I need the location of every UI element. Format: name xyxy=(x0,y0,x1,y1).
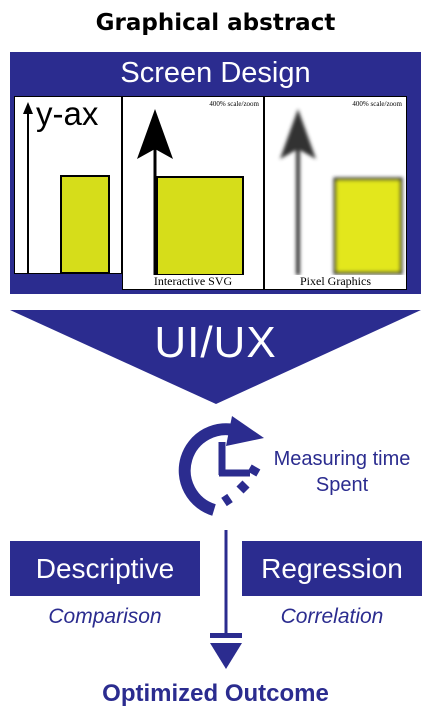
panel-caption-svg: Interactive SVG xyxy=(153,274,233,288)
regression-label: Regression xyxy=(261,553,403,584)
axis-label: y-ax xyxy=(36,95,99,132)
timer-icon xyxy=(178,416,264,516)
sharp-arrow-icon xyxy=(137,109,244,275)
measuring-time-label: Measuring time Spent xyxy=(262,446,422,498)
uiux-label: UI/UX xyxy=(154,318,277,367)
measuring-time-line1: Measuring time xyxy=(273,448,411,470)
comparison-label: Comparison xyxy=(48,605,162,628)
panel-pixel-graphics: 400% scale/zoom Pixel Graphics xyxy=(264,96,407,290)
panel-interactive-svg: 400% scale/zoom Interactive SVG xyxy=(122,96,264,290)
correlation-label: Correlation xyxy=(280,605,384,628)
flow-arrow xyxy=(210,530,242,669)
panel-caption-pixel: Pixel Graphics xyxy=(300,274,371,288)
descriptive-box: Descriptive xyxy=(10,541,200,596)
zoom-note: 400% scale/zoom xyxy=(209,100,259,108)
descriptive-label: Descriptive xyxy=(35,553,175,584)
optimized-outcome: Optimized Outcome xyxy=(102,680,329,707)
measuring-time-line2: Spent xyxy=(315,474,369,496)
regression-box: Regression xyxy=(242,541,422,596)
screen-design-banner: Screen Design xyxy=(10,52,421,94)
axis-arrow-icon xyxy=(23,102,110,273)
blurry-arrow-icon xyxy=(280,109,403,275)
graphic-title: Graphical abstract xyxy=(95,10,336,36)
panel-frame: y-ax 400% scale/zoom Interactive SVG xyxy=(10,94,421,294)
zoom-note: 400% scale/zoom xyxy=(352,100,402,108)
panel-axis-example: y-ax xyxy=(14,95,122,274)
uiux-funnel-arrow xyxy=(10,310,421,404)
